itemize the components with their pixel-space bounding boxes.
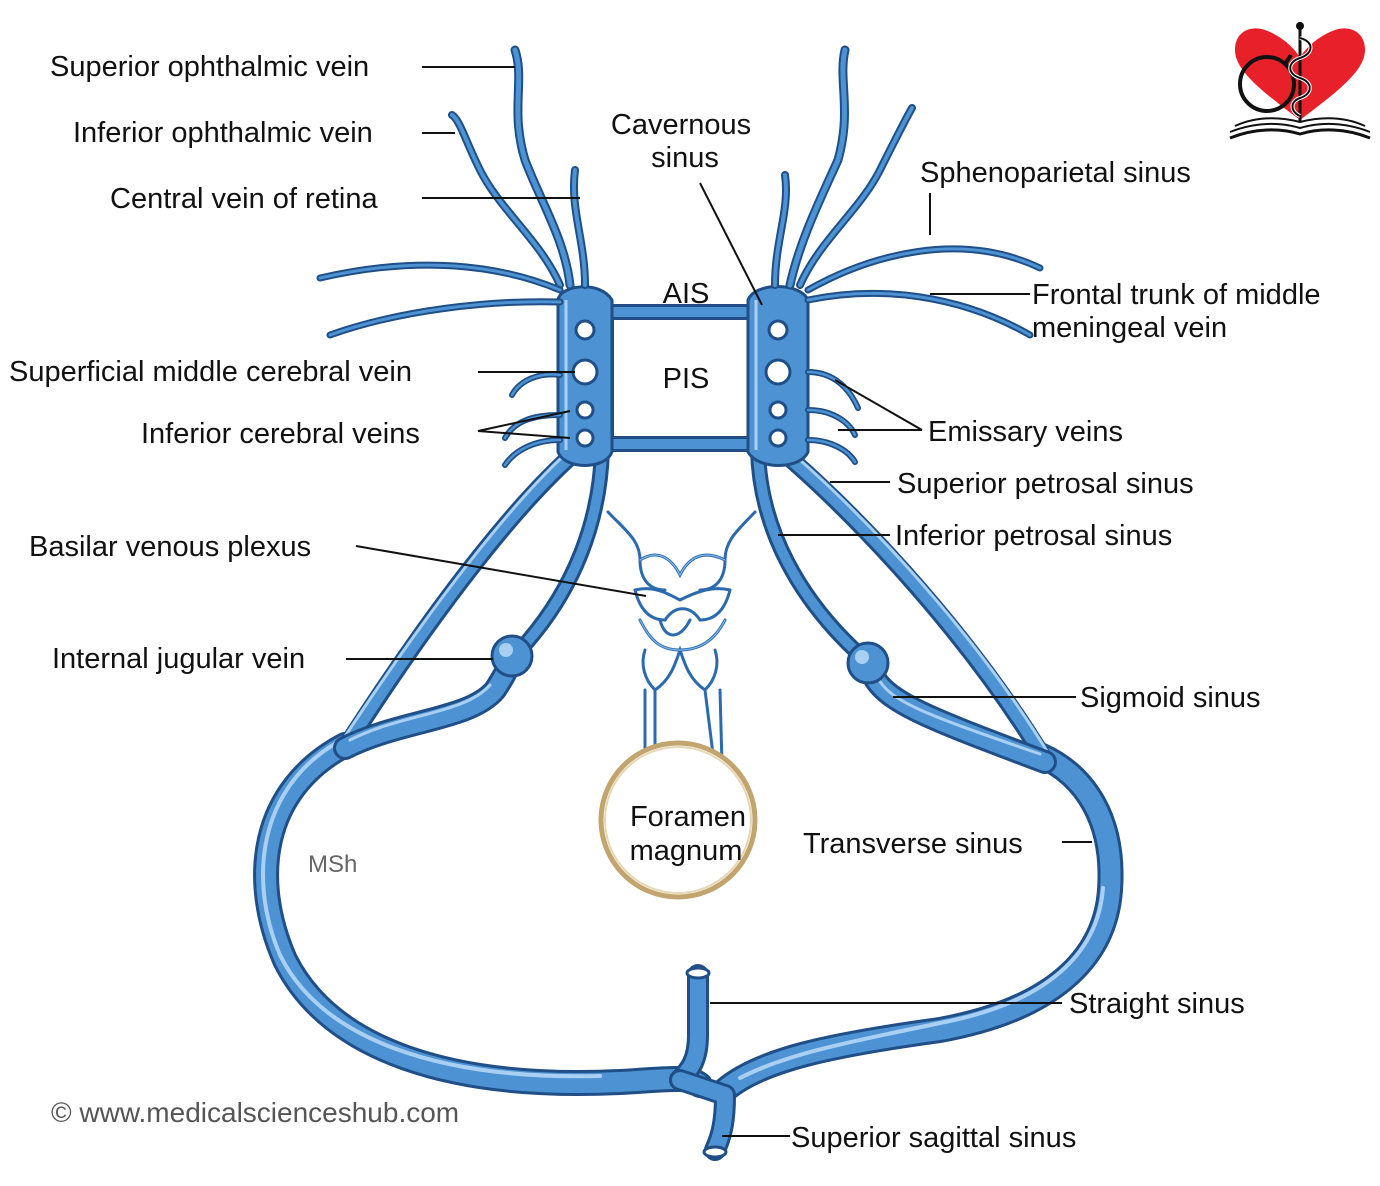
label-inferior-petrosal-sinus: Inferior petrosal sinus (895, 520, 1172, 552)
label-inferior-cerebral-veins: Inferior cerebral veins (141, 418, 420, 450)
label-emissary-veins: Emissary veins (928, 416, 1123, 448)
label-superior-petrosal-sinus: Superior petrosal sinus (897, 468, 1194, 500)
label-pis: PIS (663, 363, 710, 395)
label-straight-sinus: Straight sinus (1069, 988, 1245, 1020)
straight-and-sagittal-sinus-vessels (669, 964, 736, 1161)
heart-caduceus-book-logo-icon (1229, 22, 1371, 140)
label-internal-jugular-vein: Internal jugular vein (52, 643, 305, 675)
transverse-sinus-vessel (253, 732, 1124, 1103)
label-cavernous-sinus-line1: Cavernous (611, 109, 751, 141)
anatomy-labels: Superior ophthalmic vein Inferior ophtha… (9, 51, 1321, 1154)
label-ais: AIS (663, 278, 710, 310)
ophthalmic-veins-right (771, 45, 1044, 339)
internal-jugular-bulb (490, 634, 890, 685)
leader-lines (346, 66, 1092, 1137)
label-sphenoparietal-sinus: Sphenoparietal sinus (920, 157, 1191, 189)
label-sigmoid-sinus: Sigmoid sinus (1080, 682, 1261, 714)
venous-sinus-illustration (253, 45, 1124, 1161)
superior-petrosal-sinus-vessel (336, 441, 1054, 769)
inferior-petrosal-sinus-vessel (512, 442, 868, 663)
label-transverse-sinus: Transverse sinus (803, 828, 1023, 860)
label-central-vein-of-retina: Central vein of retina (110, 183, 378, 215)
label-foramen-magnum-line2: magnum (630, 835, 743, 867)
basilar-venous-plexus-network (606, 510, 757, 772)
copyright-notice: © www.medicalscienceshub.com (51, 1097, 459, 1128)
label-frontal-trunk-line2: meningeal vein (1032, 312, 1227, 344)
label-basilar-venous-plexus: Basilar venous plexus (29, 531, 311, 563)
label-superior-sagittal-sinus: Superior sagittal sinus (791, 1122, 1076, 1154)
label-foramen-magnum-line1: Foramen (630, 801, 746, 833)
label-frontal-trunk-line1: Frontal trunk of middle (1032, 279, 1321, 311)
watermark-initials: MSh (308, 851, 357, 878)
label-superficial-middle-cerebral-vein: Superficial middle cerebral vein (9, 356, 412, 388)
foramen-magnum-ring (598, 740, 758, 900)
label-inferior-ophthalmic-vein: Inferior ophthalmic vein (73, 117, 373, 149)
label-superior-ophthalmic-vein: Superior ophthalmic vein (50, 51, 369, 83)
ophthalmic-veins-left (316, 45, 589, 339)
label-cavernous-sinus-line2: sinus (651, 142, 719, 174)
